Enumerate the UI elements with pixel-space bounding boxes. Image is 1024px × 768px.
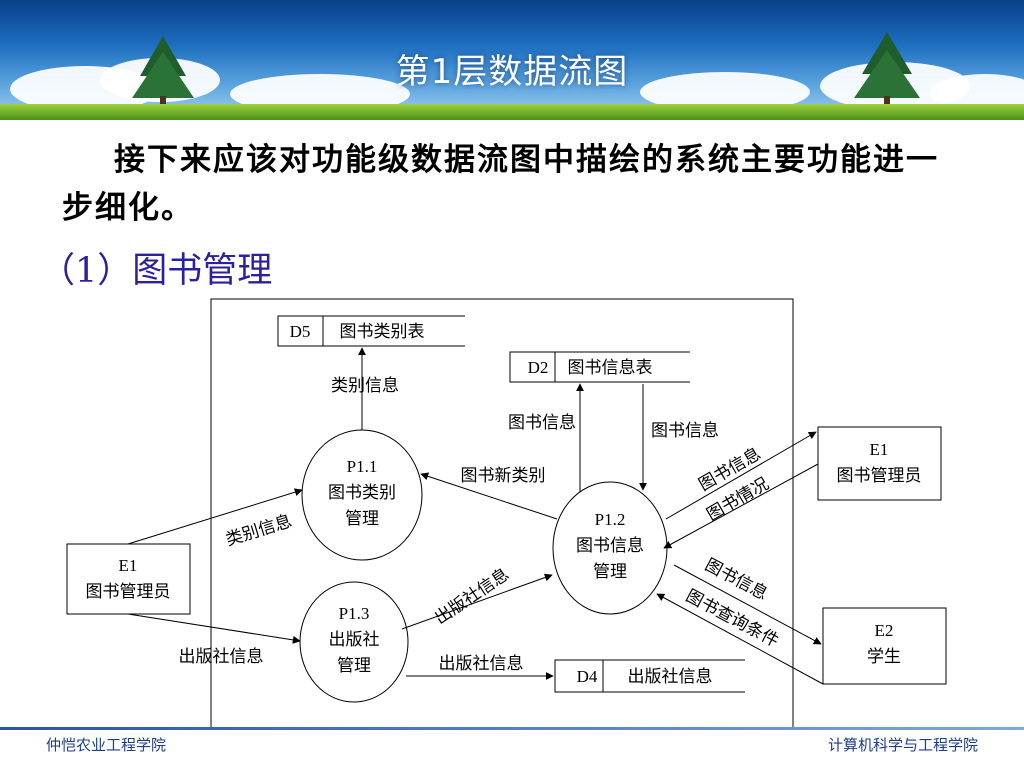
- flow-label-p12-p11: 图书新类别: [461, 466, 546, 485]
- store-d2-name: 图书信息表: [568, 358, 653, 377]
- process-p13: P1.3 出版社 管理: [299, 581, 409, 703]
- entity-e1-left: E1 图书管理员: [66, 543, 191, 615]
- flow-arrow-e1-p11: [127, 488, 303, 545]
- store-d2: D2 图书信息表: [509, 351, 690, 383]
- entity-e1-right-id: E1: [870, 440, 889, 459]
- process-p11-line1: 图书类别: [328, 483, 396, 502]
- entity-e1-right: E1 图书管理员: [817, 426, 942, 501]
- flow-label-p12-d2: 图书信息: [508, 413, 576, 432]
- flow-arrow-p12-p11: [420, 472, 558, 520]
- slide-title: 第1层数据流图: [395, 52, 629, 92]
- flow-arrow-p13-p12: [401, 573, 553, 630]
- flow-arrow-e1-p13: [127, 613, 301, 644]
- flow-label-e1-p13: 出版社信息: [179, 647, 264, 666]
- entity-e1-right-name: 图书管理员: [837, 466, 922, 485]
- process-p11: P1.1 图书类别 管理: [301, 429, 423, 561]
- entity-e2: E2 学生: [822, 607, 947, 685]
- store-d4-id: D4: [577, 667, 598, 686]
- process-p11-id: P1.1: [347, 457, 378, 476]
- store-d4-name: 出版社信息: [628, 667, 713, 686]
- entity-e1-left-id: E1: [119, 556, 138, 575]
- intro-paragraph: 接下来应该对功能级数据流图中描绘的系统主要功能进一步细化。: [62, 142, 939, 226]
- process-p13-line1: 出版社: [329, 630, 380, 649]
- process-p12-id: P1.2: [595, 510, 626, 529]
- flow-label-p13-d4: 出版社信息: [439, 654, 524, 673]
- store-d5-id: D5: [290, 322, 311, 341]
- process-p13-line2: 管理: [337, 656, 371, 675]
- flow-label-p13-p12: 出版社信息: [431, 565, 512, 628]
- flow-arrow-p12-e2: [673, 564, 822, 645]
- flow-label-d2-p12: 图书信息: [651, 421, 719, 440]
- store-d2-id: D2: [528, 358, 549, 377]
- process-p12-line1: 图书信息: [576, 536, 644, 555]
- footer-divider: [0, 727, 1024, 730]
- process-p13-id: P1.3: [339, 604, 370, 623]
- header-banner: [0, 0, 1024, 120]
- flow-arrow-e1-p12: [663, 463, 819, 549]
- entity-e2-id: E2: [875, 621, 894, 640]
- flow-label-p11-d5: 类别信息: [331, 376, 399, 395]
- store-d5-name: 图书类别表: [340, 322, 425, 341]
- process-p12: P1.2 图书信息 管理: [552, 481, 668, 615]
- footer-left-text: 仲恺农业工程学院: [46, 736, 167, 754]
- flow-arrow-e2-p12: [656, 593, 824, 685]
- flow-arrow-p12-e1: [665, 431, 817, 520]
- flow-label-e2-p12: 图书查询条件: [683, 586, 782, 651]
- entity-e1-left-name: 图书管理员: [86, 582, 171, 601]
- grass-strip: [0, 104, 1024, 120]
- entity-e2-name: 学生: [867, 647, 901, 666]
- process-p11-line2: 管理: [345, 509, 379, 528]
- section-heading: （1）图书管理: [40, 251, 273, 291]
- process-p12-line2: 管理: [593, 562, 627, 581]
- flow-label-e1-p11: 类别信息: [223, 511, 294, 549]
- footer-right-text: 计算机科学与工程学院: [827, 736, 978, 754]
- store-d5: D5 图书类别表: [277, 315, 465, 347]
- store-d4: D4 出版社信息: [554, 659, 745, 693]
